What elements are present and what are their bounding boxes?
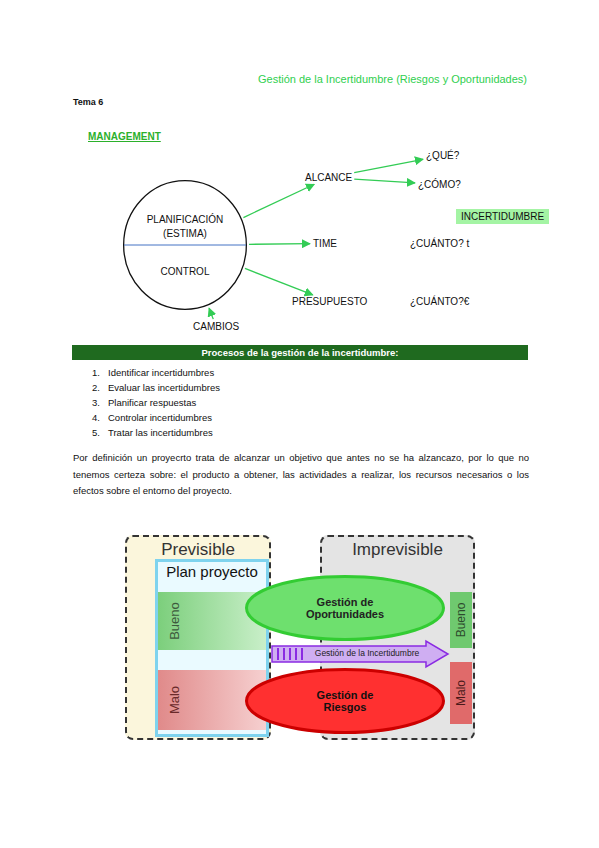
- scope-text: ALCANCE: [305, 172, 352, 183]
- list-number: 4.: [92, 412, 100, 423]
- flow-arrow: [209, 308, 213, 319]
- opportunity-ellipse: Gestión de Oportunidades: [245, 575, 445, 641]
- list-number: 3.: [92, 397, 100, 408]
- good-band-text: Bueno: [454, 603, 468, 638]
- list-item: Tratar las incertidumbres: [108, 427, 213, 438]
- flow-arrow: [245, 268, 313, 294]
- time-text: TIME: [313, 238, 337, 249]
- cycle-ellipse-outline: [123, 180, 247, 310]
- question-text-text: ¿CÓMO?: [418, 179, 461, 190]
- unpredictable-region-text: Imprevisible: [352, 540, 443, 560]
- list-item: Identificar incertidumbres: [108, 367, 214, 378]
- budget-text: PRESUPUESTO: [292, 296, 367, 307]
- cycle-ellipse: PLANIFICACIÓN (ESTIMA) CONTROL: [123, 180, 247, 310]
- predictable-region-text: Previsible: [161, 540, 235, 560]
- list-number: 2.: [92, 382, 100, 393]
- list-item: Planificar respuestas: [108, 397, 196, 408]
- opportunity-ellipse-text: Gestión de Oportunidades: [295, 596, 395, 620]
- section-banner: Procesos de la gestión de la incertidumb…: [72, 345, 528, 360]
- flow-arrow: [243, 184, 314, 217]
- question-text: ¿QUÉ?: [426, 150, 459, 161]
- project-plan-box-text: Plan proyecto: [166, 563, 258, 580]
- question-text: ¿CUÁNTO?€: [410, 296, 469, 307]
- list-item: Controlar incertidumbres: [108, 412, 212, 423]
- good-band: Bueno: [450, 592, 472, 648]
- risk-ellipse: Gestión de Riesgos: [245, 668, 445, 734]
- topic-number: Tema 6: [73, 97, 103, 107]
- risk-ellipse-text: Gestión de Riesgos: [295, 689, 395, 713]
- changes-text: CAMBIOS: [193, 321, 239, 332]
- question-text-text: ¿QUÉ?: [426, 150, 459, 161]
- section-heading: MANAGEMENT: [88, 131, 161, 142]
- highlight-box: INCERTIDUMBRE: [456, 209, 549, 224]
- bad-band-text: Malo: [454, 680, 468, 706]
- cycle-ellipse-text: CONTROL: [135, 266, 235, 277]
- scope-text-text: ALCANCE: [305, 172, 352, 183]
- flow-arrow: [354, 159, 423, 172]
- list-number: 1.: [92, 367, 100, 378]
- flow-arrow: [354, 179, 415, 183]
- page-title: Gestión de la Incertidumbre (Riesgos y O…: [258, 73, 527, 85]
- body-paragraph: Por definición un proyecrto trata de alc…: [73, 450, 529, 500]
- bad-band: Malo: [450, 662, 472, 724]
- uncertainty-arrow: Gestión de la Incertidumbre: [272, 641, 448, 667]
- uncertainty-arrow-text: Gestión de la Incertidumbre: [315, 649, 419, 658]
- good-band-text: Bueno: [167, 602, 182, 640]
- question-text: ¿CÓMO?: [418, 179, 461, 190]
- flow-arrow: [249, 243, 310, 245]
- time-text-text: TIME: [313, 238, 337, 249]
- changes-text-text: CAMBIOS: [193, 321, 239, 332]
- bad-band-text: Malo: [167, 686, 182, 714]
- budget-text-text: PRESUPUESTO: [292, 296, 367, 307]
- list-item: Evaluar las incertidumbres: [108, 382, 220, 393]
- list-number: 5.: [92, 427, 100, 438]
- section-banner-text: Procesos de la gestión de la incertidumb…: [202, 347, 399, 358]
- question-text: ¿CUÁNTO? t: [410, 238, 469, 249]
- highlight-box-text: INCERTIDUMBRE: [461, 211, 544, 222]
- cycle-ellipse-text: PLANIFICACIÓN (ESTIMA): [135, 213, 235, 241]
